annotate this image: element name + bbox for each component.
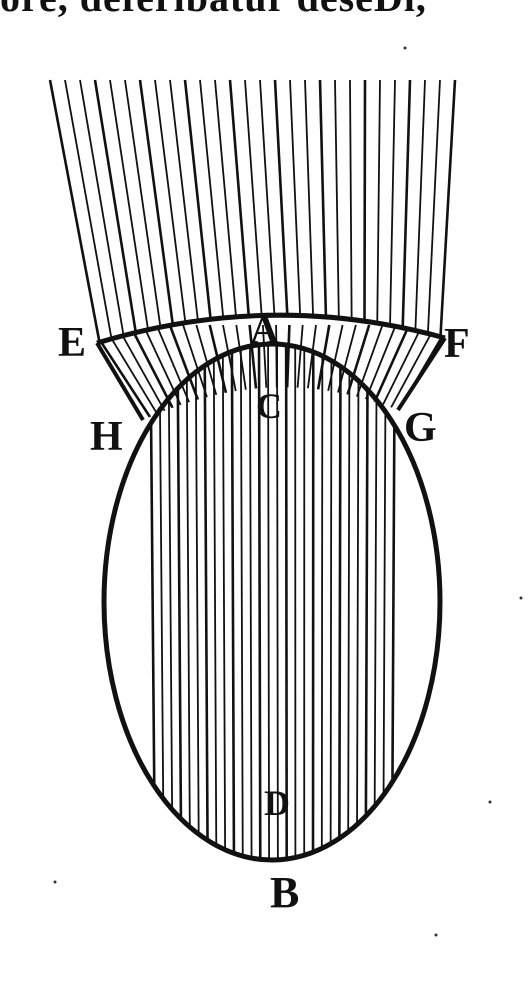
label-a: A: [250, 307, 279, 352]
ray-line: [300, 324, 317, 420]
ray-line: [316, 324, 344, 420]
ray-line: [102, 324, 174, 420]
ray-line: [329, 344, 333, 860]
ray-line: [308, 324, 331, 420]
ray-line: [355, 344, 360, 860]
ray-line: [169, 79, 205, 350]
ray-line: [364, 344, 370, 860]
ray-line: [212, 344, 218, 860]
label-e: E: [58, 320, 86, 366]
ray-line: [320, 344, 324, 860]
ray-line: [382, 344, 387, 860]
label-d: D: [264, 783, 290, 823]
label-b: B: [270, 868, 299, 917]
ray-line: [168, 324, 215, 420]
ray-line: [356, 324, 411, 420]
eye-ellipse: [101, 341, 443, 863]
ray-line: [230, 344, 236, 860]
ray-line: [292, 324, 304, 420]
ray-line: [222, 324, 247, 420]
ray-line: [276, 344, 279, 860]
speck: [488, 800, 492, 804]
lens-right-edge: [396, 336, 447, 412]
ray-line: [267, 344, 271, 860]
label-c: C: [256, 386, 282, 426]
ray-line: [79, 79, 131, 350]
ray-line: [248, 344, 253, 860]
ray-line: [257, 344, 262, 860]
speck: [53, 880, 57, 884]
ray-line: [437, 79, 457, 350]
ray-line: [318, 79, 329, 350]
label-f: F: [444, 321, 470, 367]
label-h: H: [90, 414, 123, 460]
ray-line: [185, 344, 191, 860]
ray-line: [425, 79, 441, 350]
ray-line: [64, 79, 119, 350]
ray-line: [109, 79, 156, 350]
ray-line: [304, 79, 316, 350]
ray-line: [364, 324, 424, 420]
ray-line: [400, 79, 412, 350]
ray-line: [97, 324, 167, 420]
ray-line: [348, 324, 397, 420]
ray-line: [48, 79, 107, 350]
ray-line: [194, 344, 200, 860]
ray-line: [334, 79, 341, 350]
ray-line: [373, 344, 378, 860]
speck: [403, 46, 407, 50]
speck: [519, 596, 523, 600]
ray-line: [235, 324, 255, 420]
ray-line: [363, 79, 367, 350]
ray-line: [239, 344, 244, 860]
ray-line: [337, 344, 342, 860]
ray-line: [175, 344, 183, 860]
ray-line: [128, 324, 191, 420]
ray-line: [93, 79, 144, 350]
cropped-header-text: ore, deferibatur deseDi,: [0, 0, 531, 34]
ray-line: [195, 324, 230, 420]
ray-line: [124, 79, 168, 350]
ray-line: [182, 324, 222, 420]
ray-line: [375, 79, 381, 350]
ray-line: [332, 324, 371, 420]
ray-line: [221, 344, 227, 860]
label-g: G: [404, 405, 437, 451]
ray-line: [289, 79, 304, 350]
ray-line: [284, 344, 289, 860]
ray-line: [347, 344, 351, 860]
ray-line: [349, 79, 353, 350]
lens-left-edge: [95, 341, 145, 422]
lens-outer-arc: [96, 312, 446, 346]
ray-line: [142, 324, 198, 420]
ray-line: [372, 324, 437, 420]
ray-line: [115, 324, 182, 420]
ray-line: [412, 79, 426, 350]
ray-line: [203, 344, 209, 860]
speck: [434, 933, 438, 937]
